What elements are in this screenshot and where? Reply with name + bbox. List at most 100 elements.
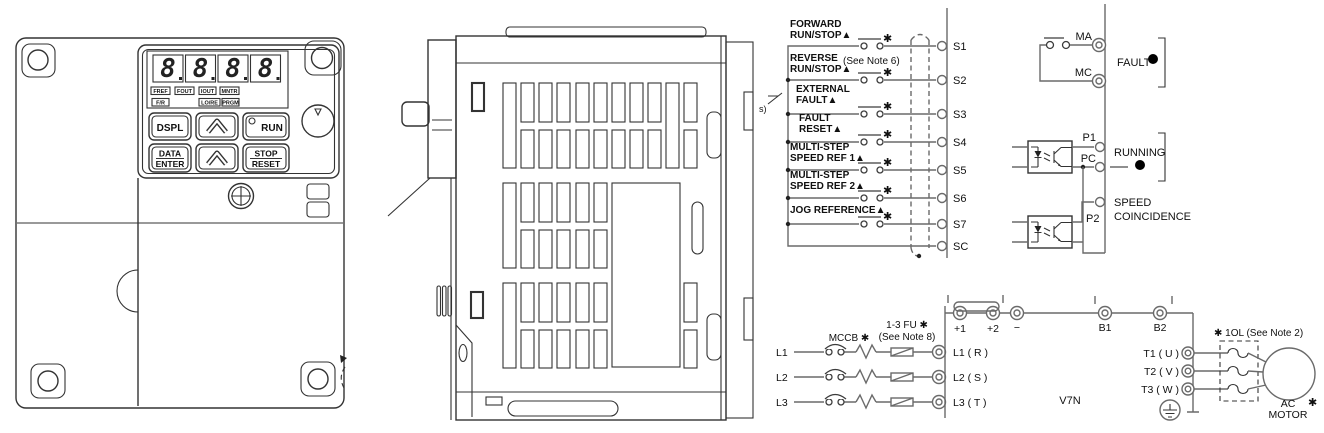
data-enter-label: ENTER bbox=[156, 159, 185, 169]
input-label: RUN/STOP▲ bbox=[790, 30, 851, 41]
run-button-label: RUN bbox=[261, 123, 283, 134]
terminal-label: PC bbox=[1081, 153, 1096, 165]
terminal-P2 bbox=[1094, 196, 1106, 208]
motor-label: AC bbox=[1281, 398, 1296, 410]
input-label: EXTERNAL bbox=[796, 84, 850, 95]
edge-text-fragment: s) bbox=[759, 104, 767, 114]
terminal-S6 bbox=[936, 192, 948, 204]
relay-outputs: MA MC FAULT P1 PC RUNNING P2 bbox=[1012, 4, 1191, 254]
star-mark: ✱ bbox=[883, 67, 892, 79]
terminal-S5 bbox=[936, 164, 948, 176]
speed-label: SPEED bbox=[1114, 197, 1151, 209]
run-button: RUN bbox=[242, 112, 290, 141]
indicator-badge: IOUT bbox=[201, 89, 215, 95]
star-mark: ✱ bbox=[883, 101, 892, 113]
rear-plate bbox=[725, 41, 754, 419]
vent-bank-bottom bbox=[502, 282, 698, 369]
terminal-label: − bbox=[1014, 322, 1020, 334]
mounting-hole-bottom-right bbox=[300, 361, 336, 397]
mounting-hole-top-left bbox=[21, 43, 56, 78]
terminal-label: P2 bbox=[1086, 213, 1099, 225]
input-label: MULTI-STEP bbox=[790, 142, 850, 153]
input-label: FAULT▲ bbox=[796, 95, 837, 106]
seven-segment-display: 8 8 8 8 FREF FOUT IOUT MNTR F/R LO/RE PR… bbox=[146, 50, 289, 109]
star-mark: ✱ bbox=[883, 185, 892, 197]
power-input-rows: L1 L2 L3 MCCB ✱ 1-3 FU ✱ (See Note 8) L1… bbox=[776, 320, 988, 410]
motor-label: MOTOR bbox=[1269, 409, 1308, 421]
terminal-label: +2 bbox=[987, 323, 999, 335]
digital-inputs: ✱ ✱ ✱ ✱ ✱ ✱ ✱ s) FORWARD RUN/STOP▲ REVER… bbox=[759, 8, 968, 259]
mounting-hole-top-right bbox=[304, 40, 342, 76]
terminal-label: T2 ( V ) bbox=[1144, 366, 1179, 378]
terminal-label: S7 bbox=[953, 219, 966, 231]
input-label: FAULT bbox=[799, 113, 830, 124]
display-digit: 8 bbox=[258, 54, 274, 84]
input-label: REVERSE bbox=[790, 53, 838, 64]
fault-dot-icon bbox=[1148, 54, 1158, 64]
vent-bank-middle bbox=[502, 182, 704, 368]
indicator-badge: MNTR bbox=[222, 89, 238, 95]
terminal-P1 bbox=[1094, 141, 1106, 153]
overload-label: ✱ 1OL (See Note 2) bbox=[1214, 328, 1303, 339]
terminal-label: S2 bbox=[953, 75, 966, 87]
chevron-up-icon bbox=[206, 118, 228, 134]
keypad-bezel bbox=[137, 44, 340, 179]
line-label: L2 bbox=[776, 372, 788, 384]
fuse-note: (See Note 8) bbox=[879, 332, 936, 343]
terminal-label: MC bbox=[1075, 67, 1092, 79]
model-label: V7N bbox=[1059, 395, 1080, 407]
terminal-label: S3 bbox=[953, 109, 966, 121]
terminal-S4 bbox=[936, 136, 948, 148]
photocoupler-running bbox=[1027, 140, 1073, 174]
display-digit: 8 bbox=[160, 54, 176, 84]
terminal-label: L2 ( S ) bbox=[953, 372, 987, 384]
potentiometer-knob bbox=[301, 104, 335, 138]
input-label: JOG REFERENCE▲ bbox=[790, 205, 885, 216]
indicator-badge: LO/RE bbox=[201, 101, 218, 107]
display-digit: 8 bbox=[193, 54, 209, 84]
terminal-label: B1 bbox=[1099, 322, 1112, 334]
dc-link-bar bbox=[953, 301, 1000, 312]
arrow-button-2 bbox=[195, 143, 239, 173]
input-label: SPEED REF 2▲ bbox=[790, 181, 865, 192]
mounting-hole-bottom-left bbox=[30, 363, 66, 399]
star-mark: ✱ bbox=[883, 33, 892, 45]
terminal-label: SC bbox=[953, 241, 968, 253]
terminal-S7 bbox=[936, 218, 948, 230]
motor-circle bbox=[1262, 347, 1316, 401]
dspl-button-label: DSPL bbox=[157, 123, 184, 134]
chevron-up-icon bbox=[206, 150, 228, 166]
input-note: (See Note 6) bbox=[843, 56, 900, 67]
input-label: RESET▲ bbox=[799, 124, 842, 135]
running-dot-icon bbox=[1135, 160, 1145, 170]
photocoupler-speed bbox=[1027, 215, 1073, 249]
terminal-label: S5 bbox=[953, 165, 966, 177]
cover-screw bbox=[227, 182, 255, 210]
terminal-label: L1 ( R ) bbox=[953, 347, 988, 359]
input-label: SPEED REF 1▲ bbox=[790, 153, 865, 164]
mccb-label: MCCB ✱ bbox=[829, 333, 870, 344]
dspl-button: DSPL bbox=[148, 112, 192, 141]
dc-bus-terminals: +1 +2 − B1 B2 bbox=[944, 295, 1199, 418]
terminal-label: S6 bbox=[953, 193, 966, 205]
line-label: L3 bbox=[776, 397, 788, 409]
stop-reset-button: STOP RESET bbox=[242, 143, 290, 173]
shield-cable bbox=[910, 33, 930, 259]
nc-contact-mark bbox=[767, 92, 783, 105]
input-label: RUN/STOP▲ bbox=[790, 64, 851, 75]
speed-label: COINCIDENCE bbox=[1114, 211, 1191, 223]
top-cap bbox=[505, 26, 707, 38]
running-label: RUNNING bbox=[1114, 147, 1165, 159]
display-digit: 8 bbox=[225, 54, 241, 84]
terminal-S1 bbox=[936, 40, 948, 52]
data-enter-button: DATA ENTER bbox=[148, 143, 192, 173]
terminal-label: MA bbox=[1076, 31, 1093, 43]
indicator-badge: FREF bbox=[153, 89, 168, 95]
terminal-S3 bbox=[936, 108, 948, 120]
terminal-label: B2 bbox=[1154, 322, 1167, 334]
side-body bbox=[455, 35, 727, 421]
vent-bank-top bbox=[502, 82, 698, 169]
front-view: 8 8 8 8 FREF FOUT IOUT MNTR F/R LO/RE PR… bbox=[15, 37, 347, 409]
indicator-badge: FOUT bbox=[177, 89, 193, 95]
